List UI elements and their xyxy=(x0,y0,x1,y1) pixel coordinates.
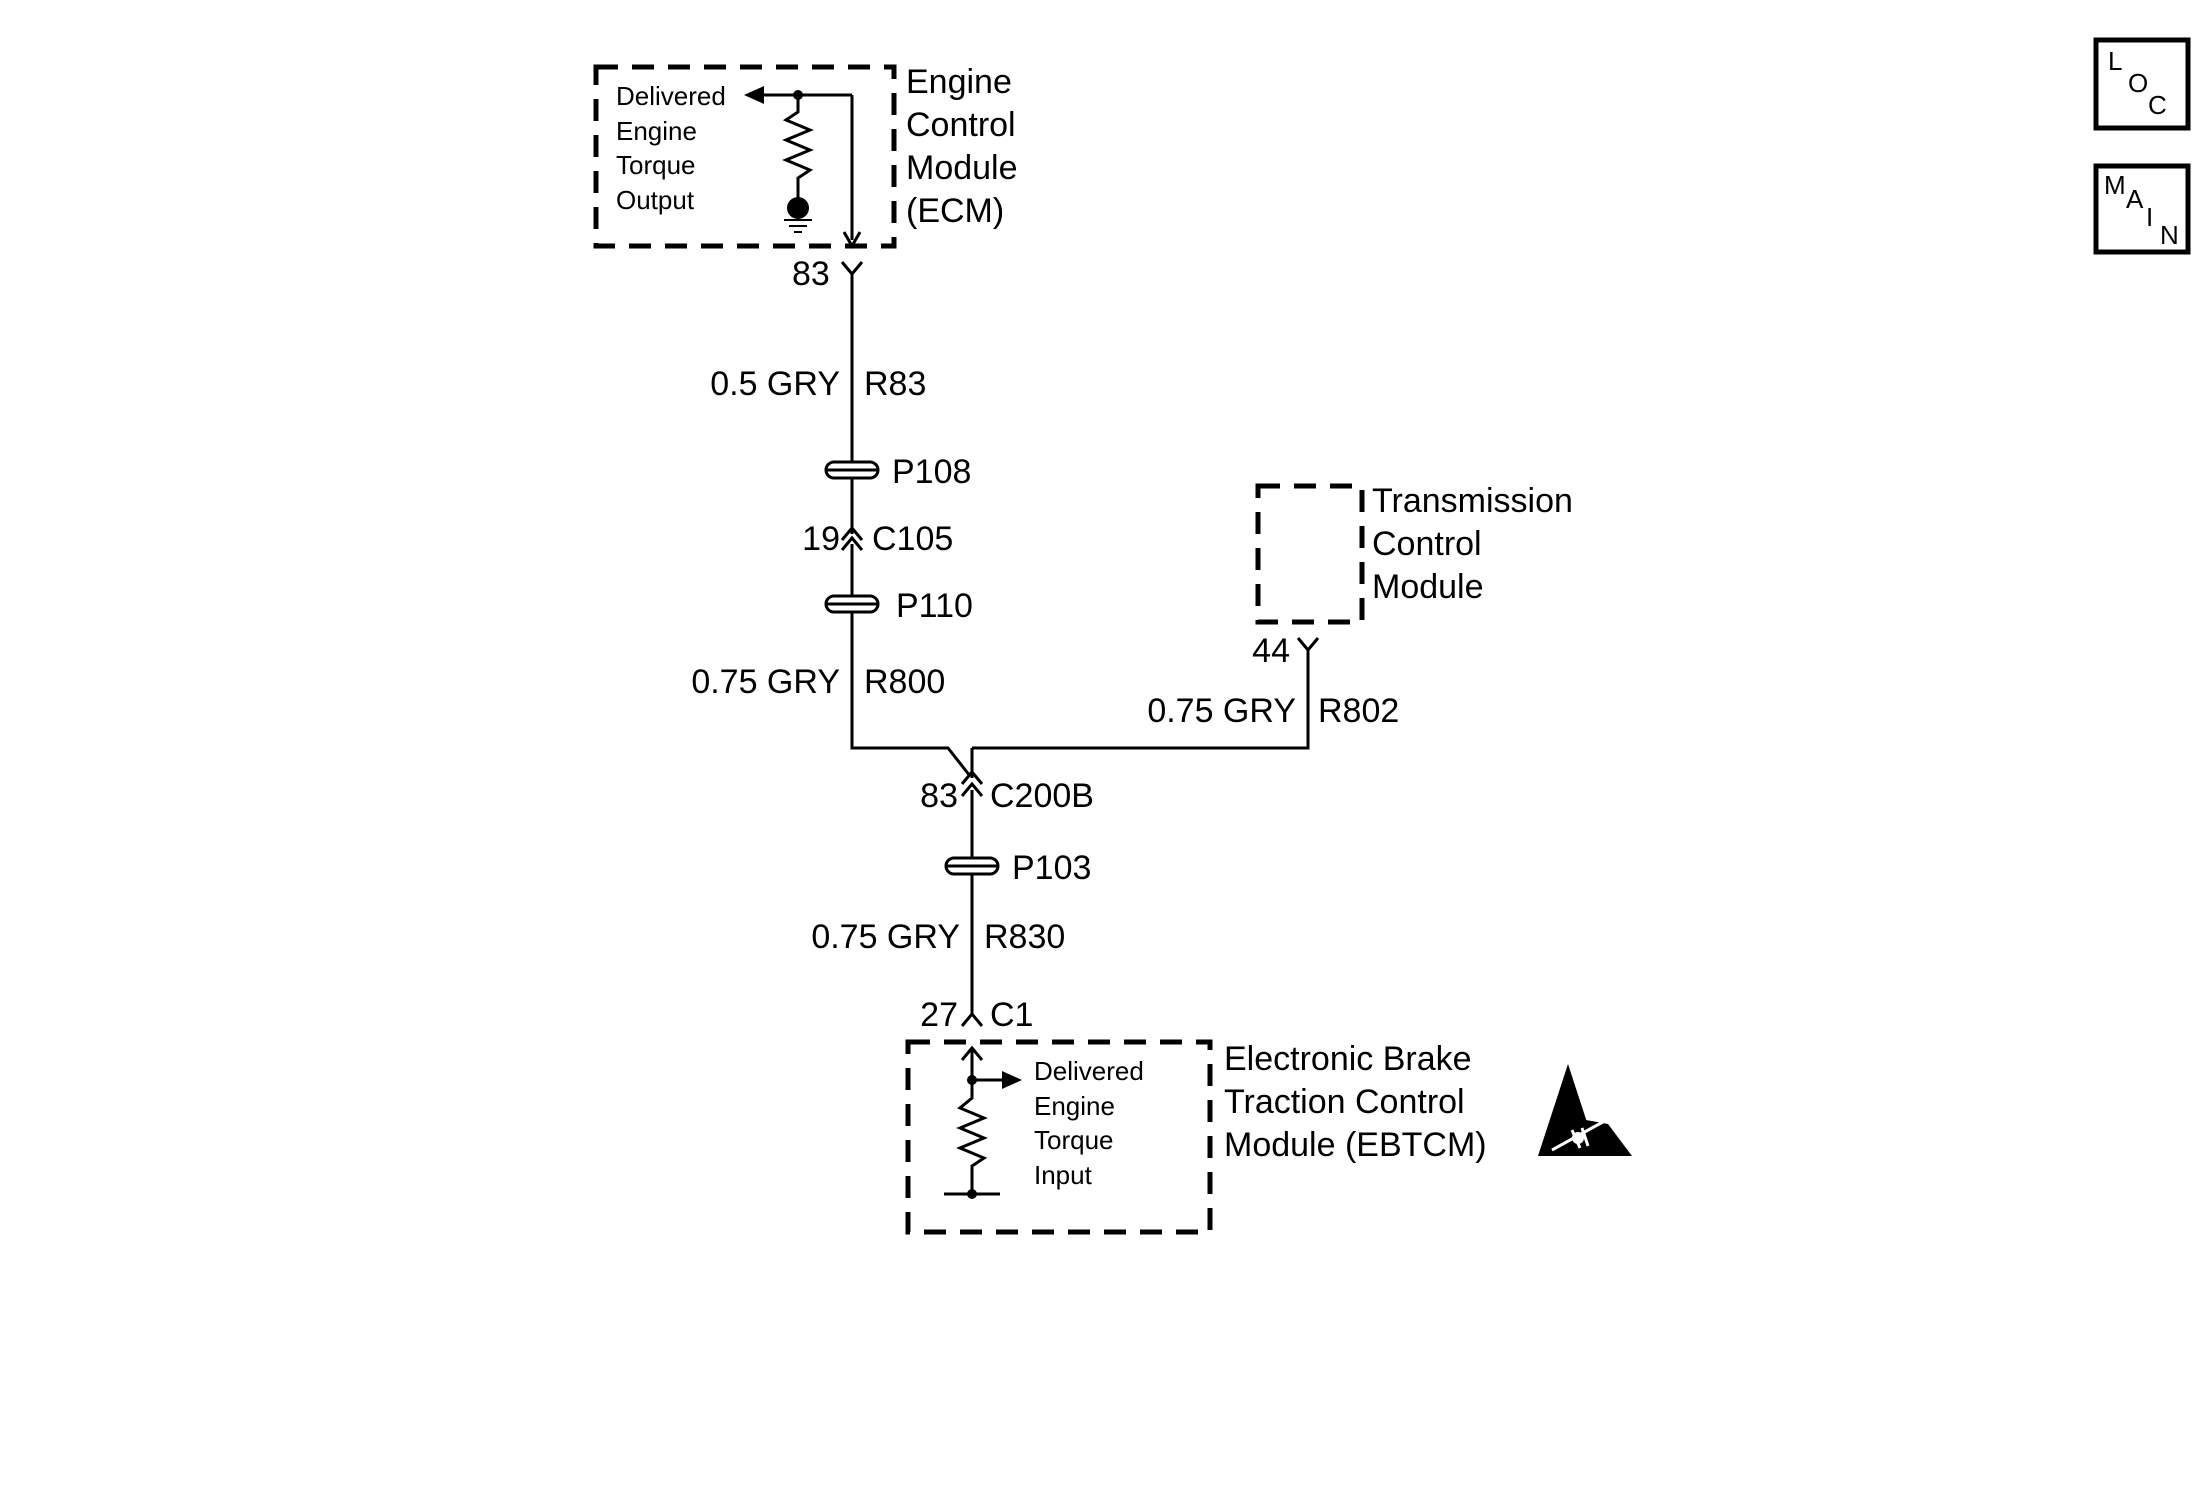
ebtcm-signal-line-3: Torque xyxy=(1034,1125,1114,1155)
ebtcm-signal-line-2: Engine xyxy=(1034,1091,1115,1121)
ebtcm-name-line-3: Module (EBTCM) xyxy=(1224,1126,1487,1164)
main-button-letter-3: I xyxy=(2146,202,2153,232)
loc-button[interactable]: L O C xyxy=(2093,37,2191,131)
wire-r802-circuit: R802 xyxy=(1318,692,1399,730)
ecm-pin-number: 83 xyxy=(792,255,830,293)
passthrough-p110-label: P110 xyxy=(896,587,973,625)
loc-button-letter-3: C xyxy=(2148,90,2167,120)
ecm-signal-line-3: Torque xyxy=(616,150,696,180)
tcm-connector-pin: 44 xyxy=(1252,632,1320,670)
wire-r802-gauge-color: 0.75 GRY xyxy=(1147,692,1296,730)
ebtcm-signal-line-1: Delivered xyxy=(1034,1056,1144,1086)
ecm-signal-line-4: Output xyxy=(616,185,695,215)
main-button-letter-1: M xyxy=(2104,170,2126,200)
passthrough-p110: P110 xyxy=(824,587,973,625)
ecm-name-line-2: Control xyxy=(906,106,1016,144)
ecm-signal-line-1: Delivered xyxy=(616,81,726,111)
esd-warning-icon xyxy=(1538,1064,1632,1156)
connector-c105: 19 C105 xyxy=(802,520,953,558)
passthrough-p108-label: P108 xyxy=(892,453,971,491)
loc-button-letter-1: L xyxy=(2108,46,2122,76)
ebtcm-name-line-2: Traction Control xyxy=(1224,1083,1465,1121)
wire-r800-gauge-color: 0.75 GRY xyxy=(691,663,840,701)
ecm-module: Engine Control Module (ECM) Delivered En… xyxy=(593,63,1018,250)
main-button-letter-2: A xyxy=(2126,184,2144,214)
ebtcm-module: Electronic Brake Traction Control Module… xyxy=(905,1039,1632,1235)
ebtcm-internal-circuit xyxy=(944,1045,1022,1199)
ecm-connector-pin: 83 xyxy=(792,255,864,293)
connector-c105-pin: 19 xyxy=(802,520,840,558)
connector-c1-name: C1 xyxy=(990,996,1033,1034)
connector-c1: 27 C1 xyxy=(920,996,1033,1034)
tcm-pin-number: 44 xyxy=(1252,632,1290,670)
connector-c1-pin: 27 xyxy=(920,996,958,1034)
ecm-internal-circuit xyxy=(744,86,862,250)
tcm-name-line-1: Transmission xyxy=(1372,482,1573,520)
wire-r800-circuit: R800 xyxy=(864,663,945,701)
wire-r83-gauge-color: 0.5 GRY xyxy=(710,365,840,403)
ecm-name-line-1: Engine xyxy=(906,63,1012,101)
wire-r802 xyxy=(972,650,1310,750)
main-button[interactable]: M A I N xyxy=(2093,163,2191,255)
ecm-name-line-4: (ECM) xyxy=(906,192,1004,230)
passthrough-p103-label: P103 xyxy=(1012,849,1091,887)
passthrough-p108: P108 xyxy=(824,453,971,491)
connector-c200b: 83 C200B xyxy=(920,769,1094,815)
connector-c105-name: C105 xyxy=(872,520,953,558)
ebtcm-signal-line-4: Input xyxy=(1034,1160,1093,1190)
tcm-module: Transmission Control Module xyxy=(1255,482,1573,625)
wire-r800 xyxy=(850,612,972,777)
passthrough-p103: P103 xyxy=(944,849,1091,887)
ecm-name-line-3: Module xyxy=(906,149,1018,187)
ebtcm-name-line-1: Electronic Brake xyxy=(1224,1040,1472,1078)
connector-c200b-pin: 83 xyxy=(920,777,958,815)
main-button-letter-4: N xyxy=(2160,220,2179,250)
wire-r830-circuit: R830 xyxy=(984,918,1065,956)
tcm-name-line-3: Module xyxy=(1372,568,1484,606)
connector-c200b-name: C200B xyxy=(990,777,1094,815)
ecm-signal-line-2: Engine xyxy=(616,116,697,146)
loc-button-letter-2: O xyxy=(2128,68,2148,98)
wire-r83-circuit: R83 xyxy=(864,365,926,403)
wire-r830-gauge-color: 0.75 GRY xyxy=(811,918,960,956)
tcm-name-line-2: Control xyxy=(1372,525,1482,563)
